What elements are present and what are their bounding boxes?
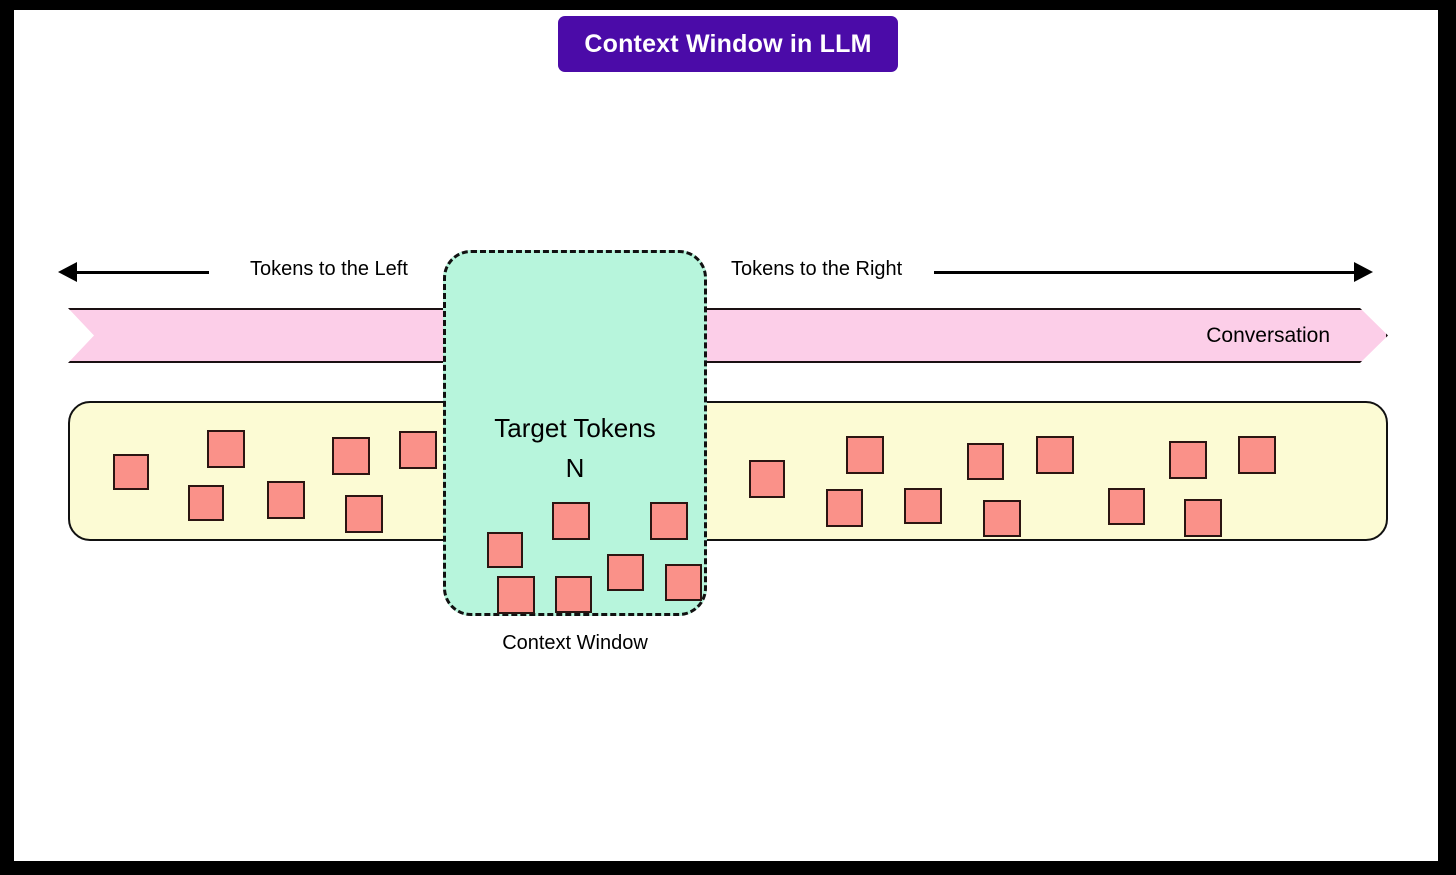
title-banner: Context Window in LLM — [558, 16, 898, 72]
tokens-layer — [14, 10, 1438, 861]
context-window-box: Target Tokens N — [443, 250, 707, 616]
context-window-caption: Context Window — [502, 632, 648, 654]
token-square-left — [113, 454, 149, 490]
token-square-right — [1108, 488, 1145, 525]
token-square-context — [650, 502, 688, 540]
token-square-context — [607, 554, 644, 591]
target-tokens-line2: N — [565, 453, 585, 483]
token-square-left — [332, 437, 370, 475]
target-tokens-line1: Target Tokens — [494, 413, 656, 443]
token-square-context — [552, 502, 590, 540]
conversation-ribbon-label-wrap: Conversation — [68, 308, 1388, 363]
arrow-left-icon — [58, 262, 77, 282]
token-square-right — [1238, 436, 1276, 474]
arrow-right-icon — [1354, 262, 1373, 282]
token-square-left — [345, 495, 383, 533]
slide-canvas: Context Window in LLM Tokens to the Left… — [14, 10, 1438, 861]
token-square-right — [1169, 441, 1207, 479]
token-square-right — [983, 500, 1021, 537]
token-square-right — [826, 489, 863, 527]
token-square-context — [555, 576, 592, 613]
tokens-left-arrow-group: Tokens to the Left — [58, 258, 448, 288]
token-square-right — [1184, 499, 1222, 537]
tokens-right-label: Tokens to the Right — [731, 258, 903, 280]
token-square-left — [267, 481, 305, 519]
token-square-right — [967, 443, 1004, 480]
token-square-left — [188, 485, 224, 521]
token-square-right — [846, 436, 884, 474]
token-square-context — [487, 532, 523, 568]
conversation-ribbon — [68, 308, 1388, 363]
page-title: Context Window in LLM — [584, 29, 872, 58]
token-square-context — [497, 576, 535, 614]
arrow-right-line — [934, 271, 1357, 274]
target-tokens-title: Target Tokens N — [446, 408, 704, 488]
token-square-context — [665, 564, 702, 601]
token-square-right — [749, 460, 785, 498]
tokens-left-label: Tokens to the Left — [250, 258, 408, 280]
conversation-label: Conversation — [1206, 323, 1330, 347]
token-square-right — [1036, 436, 1074, 474]
token-square-left — [207, 430, 245, 468]
token-square-right — [904, 488, 942, 524]
tokens-right-arrow-group: Tokens to the Right — [716, 258, 1376, 288]
token-square-left — [399, 431, 437, 469]
arrow-left-line — [75, 271, 209, 274]
